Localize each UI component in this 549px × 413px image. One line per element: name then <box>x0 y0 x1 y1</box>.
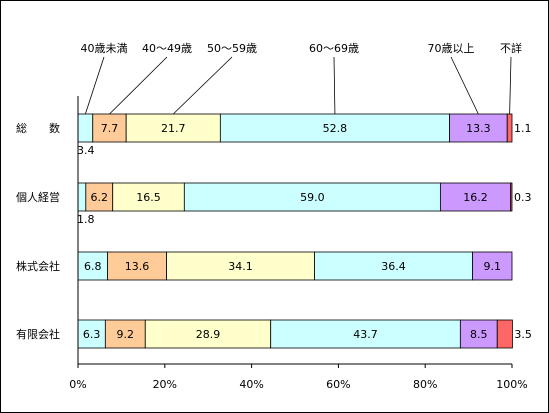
category-label: 有限会社 <box>16 327 60 341</box>
data-label: 36.4 <box>381 260 406 273</box>
bar-segment <box>144 319 272 349</box>
bar-segment <box>449 113 508 143</box>
data-label: 8.5 <box>470 328 488 341</box>
bar-segment <box>77 182 87 212</box>
data-label: 6.3 <box>83 328 101 341</box>
x-tick-label: 0% <box>69 378 86 391</box>
data-label: 16.2 <box>463 191 488 204</box>
data-label: 34.1 <box>228 260 253 273</box>
bar-segment <box>104 319 146 349</box>
data-label: 13.3 <box>466 122 491 135</box>
bar-segment <box>219 113 450 143</box>
data-label: 21.7 <box>161 122 186 135</box>
data-label: 13.6 <box>125 260 150 273</box>
callout-line <box>450 56 479 115</box>
legend-entry: 不詳 <box>500 41 522 55</box>
bar-segment <box>472 251 513 281</box>
bar-segment <box>496 319 513 349</box>
x-axis: 0% 20% 40% 60% 80% 100% <box>69 96 528 391</box>
data-label: 28.9 <box>196 328 221 341</box>
callout-line <box>172 56 233 115</box>
legend-callouts: 40歳未満 40～49歳 50～59歳 60～69歳 70歳以上 不詳 <box>81 41 522 115</box>
data-label: 3.5 <box>514 328 532 341</box>
bar-segment <box>314 251 473 281</box>
bar-segment <box>459 319 498 349</box>
category-label: 個人経営 <box>16 190 60 204</box>
data-label: 3.4 <box>77 144 95 157</box>
data-label: 16.5 <box>136 191 161 204</box>
x-tick-label: 20% <box>153 378 177 391</box>
bar-segment <box>183 182 441 212</box>
bar-segment <box>125 113 221 143</box>
bar-segment <box>166 251 315 281</box>
legend-entry: 50～59歳 <box>207 42 257 55</box>
x-tick-label: 100% <box>496 378 527 391</box>
callout-line <box>84 56 105 115</box>
category-label: 総 数 <box>16 121 60 135</box>
data-label: 9.1 <box>484 260 502 273</box>
data-label: 7.7 <box>101 122 119 135</box>
x-tick-label: 80% <box>413 378 437 391</box>
callout-line <box>509 56 512 115</box>
data-label: 6.8 <box>84 260 102 273</box>
bar-segment <box>77 113 94 143</box>
legend-entry: 60～69歳 <box>309 42 359 55</box>
category-label: 株式会社 <box>16 259 60 273</box>
legend-entry: 70歳以上 <box>428 42 475 55</box>
bar-group: 3.4 7.7 21.7 52.8 13.3 1.1 1.8 6.2 16.5 59.0 16.2 0… <box>77 113 532 349</box>
bar-segment <box>92 113 127 143</box>
data-label: 52.8 <box>323 122 348 135</box>
data-label: 1.1 <box>514 122 532 135</box>
bar-segment <box>112 182 185 212</box>
bar-segment <box>506 113 513 143</box>
bar-segment <box>85 182 114 212</box>
legend-entry: 40～49歳 <box>142 42 192 55</box>
x-tick-label: 40% <box>239 378 263 391</box>
data-label: 0.3 <box>514 191 532 204</box>
bar-segment <box>510 182 513 212</box>
data-label: 59.0 <box>300 191 325 204</box>
data-label: 6.2 <box>91 191 109 204</box>
data-label: 43.7 <box>353 328 378 341</box>
bar-segment <box>439 182 512 212</box>
bar-segment <box>270 319 461 349</box>
data-label: 1.8 <box>77 213 95 226</box>
callout-line <box>109 56 168 115</box>
legend-entry: 40歳未満 <box>81 42 128 55</box>
data-label: 9.2 <box>117 328 135 341</box>
callout-line <box>333 56 336 115</box>
x-tick-label: 60% <box>326 378 350 391</box>
